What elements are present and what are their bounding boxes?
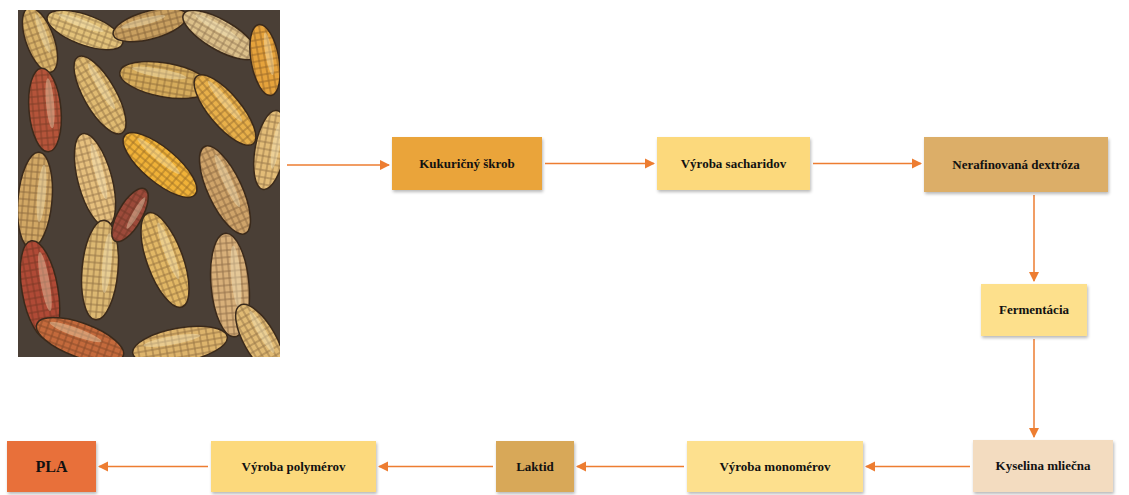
process-box: Výroba polymérov bbox=[211, 441, 376, 492]
corn-cob bbox=[66, 129, 124, 231]
corn-cob bbox=[226, 297, 280, 357]
corn-cob bbox=[18, 151, 56, 250]
process-box: PLA bbox=[7, 441, 96, 492]
corn-cob bbox=[31, 308, 129, 357]
corn-cob bbox=[110, 10, 191, 48]
box-label: Laktid bbox=[516, 459, 554, 475]
flow-arrow bbox=[1033, 339, 1035, 437]
flow-arrow bbox=[813, 163, 921, 165]
corn-photo bbox=[18, 10, 280, 357]
corn-cob bbox=[189, 139, 260, 240]
box-label: Kukuričný škrob bbox=[419, 156, 515, 172]
process-box: Fermentácia bbox=[981, 284, 1087, 336]
corn-cob bbox=[130, 320, 230, 357]
corn-cob bbox=[114, 122, 206, 207]
corn-cob bbox=[245, 22, 280, 98]
process-box: Nerafinovaná dextróza bbox=[924, 137, 1108, 192]
flow-arrow bbox=[379, 466, 493, 468]
flow-arrow bbox=[545, 163, 654, 165]
corn-cob bbox=[248, 108, 280, 192]
corn-cob bbox=[64, 49, 136, 141]
corn-cob bbox=[25, 67, 64, 153]
flow-arrow bbox=[577, 466, 684, 468]
box-label: Nerafinovaná dextróza bbox=[952, 157, 1079, 173]
corn-cob bbox=[184, 66, 265, 154]
process-box: Výroba sacharidov bbox=[657, 137, 810, 190]
corn-cob bbox=[105, 183, 156, 247]
process-box: Kyselina mliečna bbox=[973, 440, 1113, 492]
input-arrow bbox=[287, 164, 389, 166]
flow-arrow bbox=[99, 466, 208, 468]
process-box: Laktid bbox=[496, 441, 574, 492]
process-box: Výroba monomérov bbox=[687, 441, 863, 492]
box-label: PLA bbox=[36, 457, 68, 476]
box-label: Kyselina mliečna bbox=[996, 458, 1091, 474]
box-label: Výroba monomérov bbox=[719, 459, 830, 475]
box-label: Výroba sacharidov bbox=[681, 156, 787, 172]
box-label: Výroba polymérov bbox=[242, 459, 346, 475]
process-box: Kukuričný škrob bbox=[392, 137, 542, 190]
flow-arrow bbox=[866, 466, 970, 468]
flow-arrow bbox=[1033, 195, 1035, 281]
corn-cob bbox=[131, 207, 199, 313]
box-label: Fermentácia bbox=[999, 302, 1069, 318]
